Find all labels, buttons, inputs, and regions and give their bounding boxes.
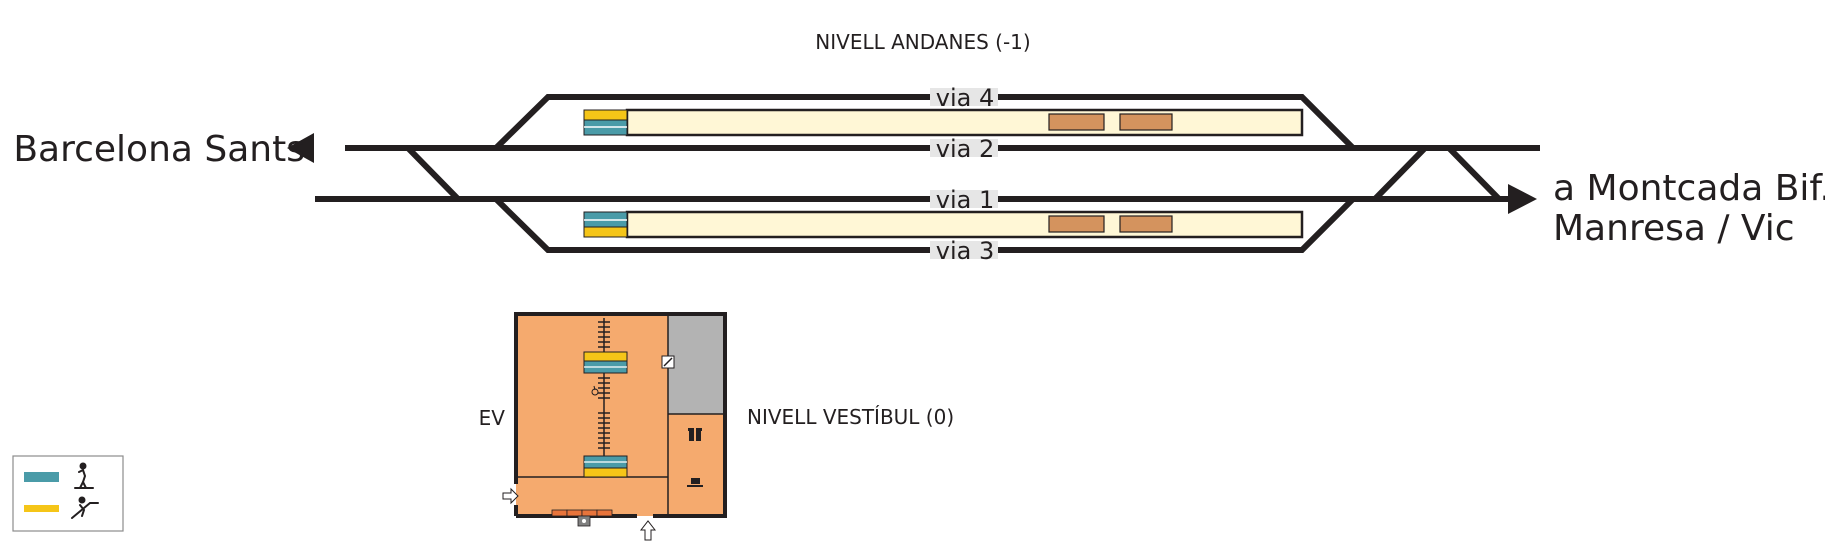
direction-right-line1: a Montcada Bif./ — [1553, 168, 1825, 209]
lobby-floor-plan — [502, 312, 727, 541]
via-labels: via 4 via 2 via 1 via 3 — [930, 84, 998, 265]
platform-level-title: NIVELL ANDANES (-1) — [815, 30, 1030, 54]
via-2-label: via 2 — [936, 135, 994, 163]
ticket-machine-icon — [661, 355, 675, 369]
wheelchair-icon — [591, 385, 599, 396]
stairs-icon — [598, 318, 610, 456]
entrance-arrow-left-icon — [502, 487, 519, 505]
ticket-barriers — [551, 509, 613, 517]
shelter-icon — [1119, 215, 1173, 233]
via-3-label: via 3 — [936, 237, 994, 265]
lock-icon — [577, 515, 591, 527]
legend-item-elevator — [24, 462, 94, 489]
shelter-icon — [1119, 113, 1173, 131]
elevator-escalator-icon — [583, 109, 628, 136]
coffee-icon — [687, 478, 703, 487]
platform-lower — [583, 210, 1304, 239]
platform-upper — [583, 108, 1304, 137]
crossover-right-a — [1372, 145, 1428, 202]
track-via-4 — [493, 94, 1356, 151]
lobby-level-title: NIVELL VESTÍBUL (0) — [747, 405, 954, 429]
elevator-escalator-icon — [583, 351, 628, 374]
entrance-arrow-bottom-icon — [639, 520, 657, 541]
track-layout — [315, 94, 1540, 253]
via-4-label: via 4 — [936, 84, 994, 112]
crossover-left — [405, 145, 461, 202]
via-1-label: via 1 — [936, 186, 994, 214]
exit-label: EV — [479, 406, 506, 430]
crossover-right-b — [1446, 145, 1502, 202]
shelter-icon — [1048, 215, 1105, 233]
escalator-icon — [71, 496, 99, 519]
direction-left-label: a Barcelona Sants — [0, 129, 305, 170]
direction-right-line2: Manresa / Vic — [1553, 208, 1795, 249]
shelter-icon — [1048, 113, 1105, 131]
legend — [12, 455, 124, 532]
service-area — [668, 316, 723, 414]
track-via-3 — [493, 196, 1356, 253]
elevator-escalator-icon — [583, 455, 628, 478]
elevator-icon — [74, 462, 94, 489]
elevator-escalator-icon — [583, 211, 628, 238]
arrow-left-icon — [287, 133, 314, 163]
legend-item-escalator — [24, 496, 99, 519]
shop-icon — [688, 428, 702, 441]
arrow-right-icon — [1508, 184, 1537, 214]
